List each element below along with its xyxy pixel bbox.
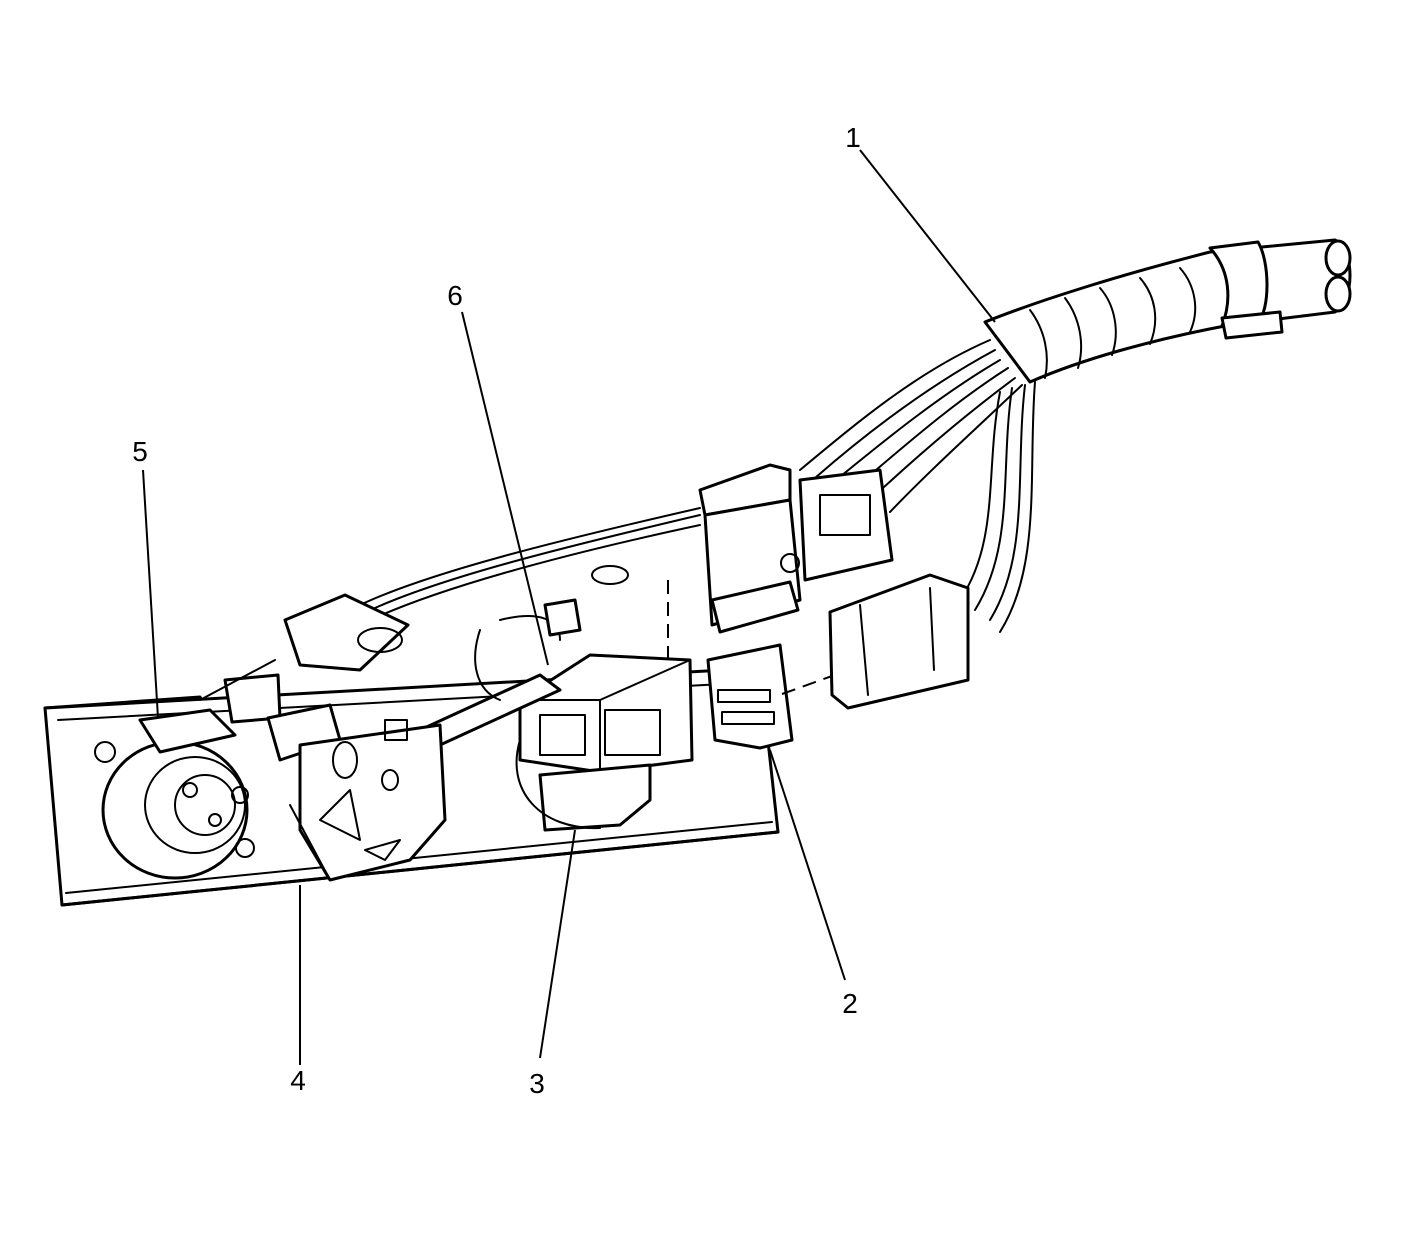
switch-assembly [94,659,342,880]
callout-5: 5 [132,436,148,467]
wire-harness [799,238,1352,633]
central-module [418,653,694,832]
leader-lines [142,149,996,1065]
callout-3: 3 [529,1068,545,1099]
callout-6: 6 [447,280,463,311]
connector-pair [667,573,970,750]
callout-1: 1 [845,122,861,153]
callout-4: 4 [290,1065,306,1096]
upper-wiring [283,507,701,701]
upper-connector [698,463,894,634]
circuit-bracket [289,719,447,882]
callout-2: 2 [842,988,858,1019]
